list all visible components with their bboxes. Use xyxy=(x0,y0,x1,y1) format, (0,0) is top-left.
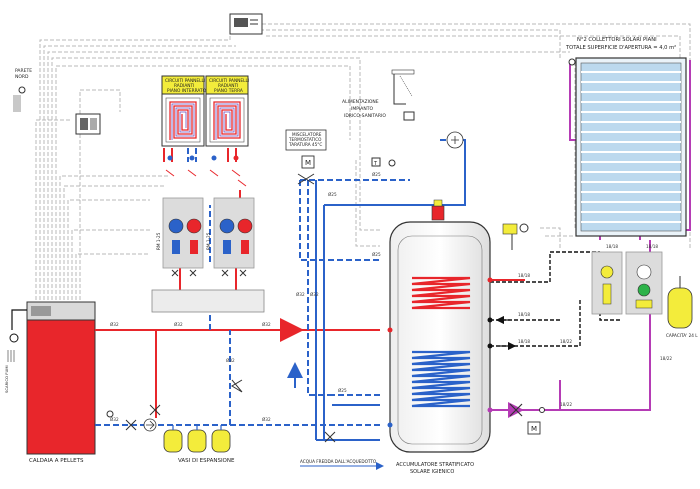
manifold-base xyxy=(151,289,265,313)
pipe-label: Ø25 xyxy=(338,388,347,393)
pipe-label: Ø32 xyxy=(262,322,271,327)
pipe-label: Ø25 xyxy=(372,252,381,257)
panel2-line2: RADIANTI xyxy=(218,83,238,89)
pipe-label: Ø32 xyxy=(226,358,235,363)
outdoor-label-2: NORD xyxy=(15,74,29,80)
tank-safety-group xyxy=(502,223,529,250)
pipe-label: 18/18 xyxy=(606,244,618,249)
controller-unit xyxy=(229,13,263,35)
solar-coil xyxy=(411,350,471,408)
pipe-label: Ø32 xyxy=(262,417,271,422)
panel1-line2: RADIANTI xyxy=(174,83,194,89)
solar-station xyxy=(591,251,663,315)
outdoor-label-1: PARETE xyxy=(15,68,32,74)
pipe-label: 18/22 xyxy=(560,339,572,344)
pipe-label: Ø32 xyxy=(310,292,319,297)
solar-tank-valve: M xyxy=(509,403,545,435)
return-pipes xyxy=(95,148,410,426)
panel1-line1: CIRCUITI PANNELLI xyxy=(165,78,205,84)
flue-pipe: SCARICO FUMI xyxy=(4,309,27,393)
drain-label: SCARICO FUMI xyxy=(4,365,9,393)
supply-line2: IMPIANTO xyxy=(351,106,373,112)
pipe-label: Ø25 xyxy=(328,192,337,197)
pipe-label: 18/18 xyxy=(646,244,658,249)
supply-line1: ALIMENTAZIONE xyxy=(342,99,379,105)
pellet-boiler: CALDAIA A PELLETS xyxy=(26,301,96,464)
tank-line1: ACCUMULATORE STRATIFICATO xyxy=(396,462,474,468)
solar-title-1: N°2 COLLETTORI SOLARI PIANI xyxy=(577,37,657,43)
tank-ports xyxy=(387,277,493,428)
room-thermostat xyxy=(75,113,101,135)
cold-water-label: ACQUA FREDDA DALL'ACQUEDOTTO xyxy=(300,459,377,464)
solar-collectors: N°2 COLLETTORI SOLARI PIANI TOTALE SUPER… xyxy=(565,37,687,237)
pipe-label: 18/22 xyxy=(560,402,572,407)
pipe-label: 18/18 xyxy=(518,339,530,344)
pump-module-2: RM 1-25 xyxy=(206,197,255,269)
pipe-label: Ø32 xyxy=(110,417,119,422)
mixer-line1: MISCELATORE xyxy=(292,132,322,137)
storage-tank: ACCUMULATORE STRATIFICATO SOLARE IGIENIC… xyxy=(389,199,491,475)
pipe-label: 18/22 xyxy=(660,356,672,361)
expansion-vessels: VASI DI ESPANSIONE xyxy=(163,425,235,464)
pipe-label: Ø25 xyxy=(372,172,381,177)
pipe-label: 18/18 xyxy=(518,273,530,278)
solar-valve-motor: M xyxy=(531,425,537,433)
mixer-line3: TARATURA 45°C xyxy=(288,142,322,147)
panel2-line1: CIRCUITI PANNELLI xyxy=(209,78,249,84)
panel2-line3: PIANO TERRA xyxy=(214,88,243,94)
supply-line3: IDRICO-SANITARIO xyxy=(344,113,386,119)
pipe-label: Ø32 xyxy=(174,322,183,327)
thermostatic-mixer: MISCELATORE TERMOSTATICO TARATURA 45°C M xyxy=(285,129,327,185)
dhw-supply: ALIMENTAZIONE IMPIANTO IDRICO-SANITARIO xyxy=(342,69,464,149)
solar-expansion-vessel: CAPACITA' 24 L xyxy=(666,276,698,338)
mixer-motor-label: M xyxy=(305,159,311,167)
mixer-instruments: T xyxy=(371,157,396,167)
floor-heating-panel-2: CIRCUITI PANNELLI RADIANTI PIANO TERRA xyxy=(205,75,249,147)
pipe-label: 18/18 xyxy=(518,312,530,317)
boiler-label: CALDAIA A PELLETS xyxy=(29,458,84,464)
module-a-label: RM 1-25 xyxy=(156,232,161,250)
tank-line2: SOLARE IGIENICO xyxy=(410,469,454,475)
hot-coil xyxy=(411,276,471,310)
panel1-line3: PIANO INTERRATO xyxy=(167,88,207,94)
expansion-label: VASI DI ESPANSIONE xyxy=(178,458,235,464)
floor-heating-panel-1: CIRCUITI PANNELLI RADIANTI PIANO INTERRA… xyxy=(161,75,207,147)
module-valves xyxy=(171,269,247,277)
boiler-circuit-pumps xyxy=(106,379,336,443)
capacity-label: CAPACITA' 24 L xyxy=(666,333,698,338)
pipe-label: Ø32 xyxy=(110,322,119,327)
pipe-diameter-labels: Ø32 Ø32 Ø32 Ø32 Ø32 Ø32 Ø32 Ø32 Ø25 Ø25 … xyxy=(110,172,672,422)
pipe-label: Ø32 xyxy=(296,292,305,297)
solar-title-2: TOTALE SUPERFICIE D'APERTURA = 4,0 m² xyxy=(565,45,676,51)
instrument-t-label: T xyxy=(373,161,378,167)
pump-module-1: RM 1-25 xyxy=(156,197,204,269)
module-b-label: RM 1-25 xyxy=(206,232,211,250)
outdoor-sensor: PARETE NORD xyxy=(13,68,32,112)
mixer-line2: TERMOSTATICO xyxy=(288,137,322,142)
panel-valves xyxy=(165,155,247,187)
